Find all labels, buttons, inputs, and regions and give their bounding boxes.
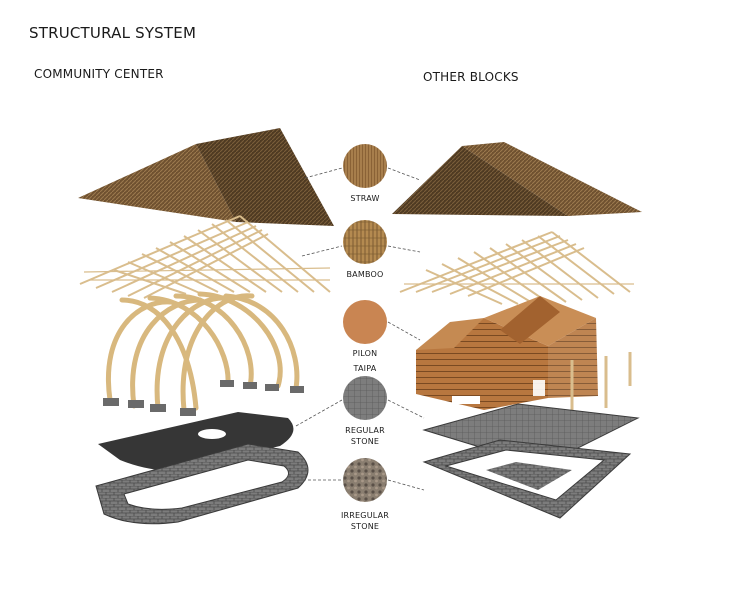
community-center-stone-foundation: [95, 443, 309, 525]
community-center-roof-straw: [78, 128, 334, 226]
community-center-bamboo-arches: [106, 291, 300, 413]
other-blocks-roof-straw: [392, 142, 642, 216]
community-center-floor-slab: [98, 412, 294, 471]
leader-lines: [295, 167, 425, 491]
straw-texture-icon: [343, 144, 387, 188]
column-heading-community-center: COMMUNITY CENTER: [34, 67, 164, 81]
material-label-pilon: PILON: [352, 349, 378, 358]
material-label-straw: STRAW: [350, 194, 380, 203]
material-label-taipa: TAIPA: [353, 364, 377, 373]
community-center-bamboo-rafters: [79, 215, 331, 299]
material-label-regular-stone: REGULAR STONE: [345, 426, 385, 446]
wood-texture-icon: [343, 300, 387, 344]
other-blocks-stone-foundation: [422, 439, 632, 519]
other-blocks-timber-house: [416, 296, 632, 428]
community-center-arch-footings: [103, 380, 304, 416]
other-blocks-bamboo-rafters: [399, 231, 634, 305]
material-label-irregular-stone: IRREGULAR STONE: [340, 511, 390, 531]
regular-stone-texture-icon: [343, 376, 387, 420]
column-heading-other-blocks: OTHER BLOCKS: [423, 70, 519, 84]
irregular-stone-texture-icon: [343, 458, 387, 502]
page-title: STRUCTURAL SYSTEM: [29, 24, 197, 42]
material-label-bamboo: BAMBOO: [346, 270, 384, 279]
bamboo-texture-icon: [343, 220, 387, 264]
